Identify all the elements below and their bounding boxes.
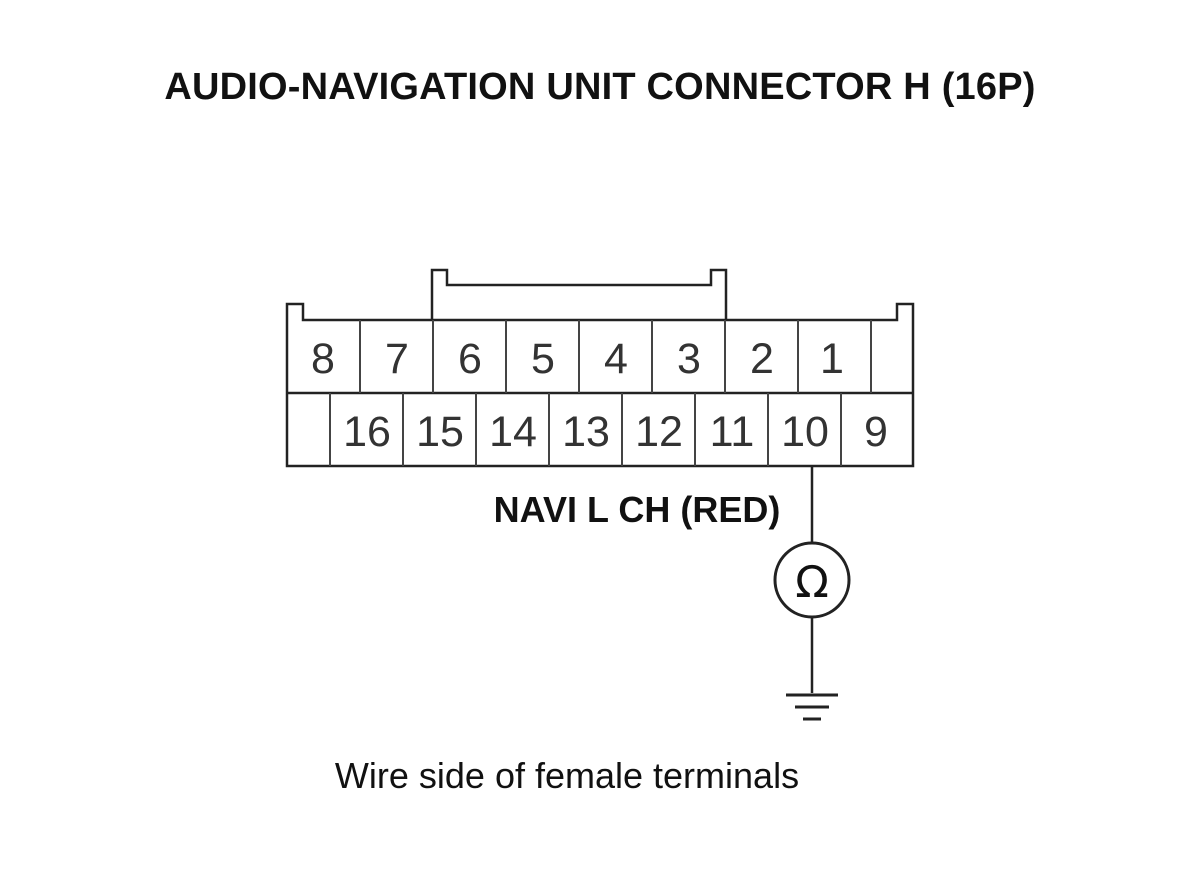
pin-7-label: 7: [385, 335, 409, 383]
pin-6-label: 6: [458, 335, 482, 383]
connector-housing: [285, 268, 915, 468]
pin-14-label: 14: [489, 408, 537, 456]
pin-3-label: 3: [677, 335, 701, 383]
pin-4-label: 4: [604, 335, 628, 383]
bottom-row-pin-labels: 16 15 14 13 12 11 10 9: [343, 408, 888, 456]
ohm-symbol: Ω: [795, 557, 829, 608]
pin-5-label: 5: [531, 335, 555, 383]
bottom-row-dividers: [329, 393, 842, 466]
pin-11-label: 11: [710, 408, 755, 456]
pin-8-label: 8: [311, 335, 335, 383]
pin-2-label: 2: [750, 335, 774, 383]
pin-10-label: 10: [781, 408, 829, 456]
top-row-pin-labels: 8 7 6 5 4 3 2 1: [311, 335, 844, 383]
diagram-caption: Wire side of female terminals: [335, 755, 799, 796]
ohmmeter-icon: Ω: [773, 541, 851, 619]
pin-12-label: 12: [635, 408, 683, 456]
pin-13-label: 13: [562, 408, 610, 456]
top-row-dividers: [359, 320, 872, 393]
wire-label: NAVI L CH (RED): [494, 489, 781, 530]
pin-16-label: 16: [343, 408, 391, 456]
pin-15-label: 15: [416, 408, 464, 456]
pin-9-label: 9: [864, 408, 888, 456]
diagram-title: AUDIO-NAVIGATION UNIT CONNECTOR H (16P): [164, 66, 1036, 108]
ground-icon: [786, 693, 838, 721]
pin-1-label: 1: [820, 335, 844, 383]
